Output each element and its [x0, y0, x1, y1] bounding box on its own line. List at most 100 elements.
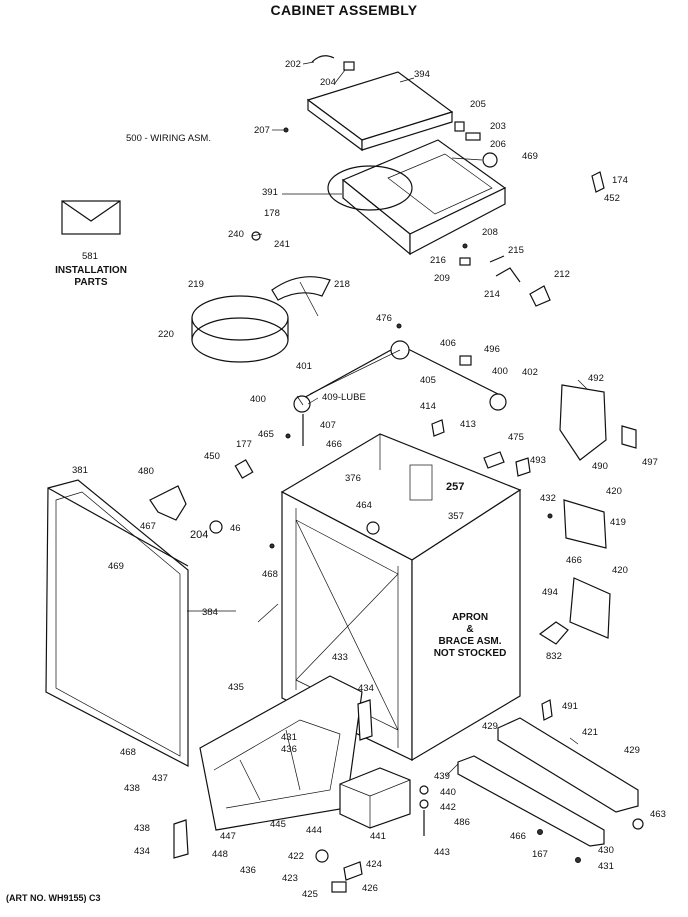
callout-475: 475	[508, 432, 524, 443]
callout-430: 430	[598, 845, 614, 856]
callout-439: 439	[434, 771, 450, 782]
panel-494	[569, 577, 611, 639]
callout-421: 421	[582, 727, 598, 738]
callout-214: 214	[484, 289, 500, 300]
callout-167: 167	[532, 849, 548, 860]
callout-215: 215	[508, 245, 524, 256]
callout-441: 441	[370, 831, 386, 842]
callout-406: 406	[440, 338, 456, 349]
apron-line2: &	[466, 624, 474, 635]
callout-401: 401	[296, 361, 312, 372]
callout-420-top: 420	[606, 486, 622, 497]
callout-209: 209	[434, 273, 450, 284]
callout-437: 437	[152, 773, 168, 784]
callout-432: 432	[540, 493, 556, 504]
callout-423: 423	[282, 873, 298, 884]
callout-442: 442	[440, 802, 456, 813]
ring-219	[191, 295, 289, 363]
callout-413: 413	[460, 419, 476, 430]
callout-381: 381	[72, 465, 88, 476]
callout-206: 206	[490, 139, 506, 150]
callout-422: 422	[288, 851, 304, 862]
callout-431-low: 431	[598, 861, 614, 872]
callout-452: 452	[604, 193, 620, 204]
installation-number: 581	[82, 251, 98, 262]
rail-421	[497, 717, 639, 813]
callout-434-top: 434	[358, 683, 374, 694]
callout-212: 212	[554, 269, 570, 280]
callout-497: 497	[642, 457, 658, 468]
front-panel-384	[45, 479, 189, 767]
callout-490: 490	[592, 461, 608, 472]
callout-216: 216	[430, 255, 446, 266]
installation-line2: PARTS	[74, 277, 108, 288]
callout-208: 208	[482, 227, 498, 238]
callout-491: 491	[562, 701, 578, 712]
callout-400-left: 400	[250, 394, 266, 405]
callout-447: 447	[220, 831, 236, 842]
callout-463: 463	[650, 809, 666, 820]
rail-486	[457, 755, 605, 847]
callout-433: 433	[332, 652, 348, 663]
callout-480: 480	[138, 466, 154, 477]
callout-204-lower: 204	[190, 529, 209, 541]
callout-496: 496	[484, 344, 500, 355]
callout-241: 241	[274, 239, 290, 250]
callout-465: 465	[258, 429, 274, 440]
lube-note: 409-LUBE	[322, 392, 366, 403]
callout-468-low: 468	[120, 747, 136, 758]
callout-400-right: 400	[492, 366, 508, 377]
callout-425: 425	[302, 889, 318, 900]
clip-497	[621, 425, 637, 449]
callout-204: 204	[320, 77, 336, 88]
callout-466-low: 466	[510, 831, 526, 842]
callout-414: 414	[420, 401, 436, 412]
apron-line4: NOT STOCKED	[433, 648, 507, 659]
callout-357: 357	[448, 511, 464, 522]
callout-207: 207	[254, 125, 270, 136]
apron-line3: BRACE ASM.	[438, 636, 502, 647]
callout-240: 240	[228, 229, 244, 240]
callout-440: 440	[440, 787, 456, 798]
callout-448: 448	[212, 849, 228, 860]
callout-384: 384	[202, 607, 218, 618]
callout-218: 218	[334, 279, 350, 290]
callout-450: 450	[204, 451, 220, 462]
callout-46: 46	[230, 523, 241, 534]
callout-476: 476	[376, 313, 392, 324]
callout-219: 219	[188, 279, 204, 290]
callout-420-mid: 420	[612, 565, 628, 576]
callout-464: 464	[356, 500, 372, 511]
callout-394: 394	[414, 69, 430, 80]
callout-436-low: 436	[240, 865, 256, 876]
callout-467: 467	[140, 521, 156, 532]
callout-469: 469	[522, 151, 538, 162]
callout-444: 444	[306, 825, 322, 836]
callout-429-left: 429	[482, 721, 498, 732]
callout-466-mid: 466	[566, 555, 582, 566]
callout-493: 493	[530, 455, 546, 466]
bracket-480	[149, 485, 187, 521]
callout-469-panel: 469	[108, 561, 124, 572]
callout-466-top: 466	[326, 439, 342, 450]
callout-438-top: 438	[124, 783, 140, 794]
callout-435: 435	[228, 682, 244, 693]
callout-429-right: 429	[624, 745, 640, 756]
wiring-note: 500 - WIRING ASM.	[126, 133, 211, 144]
callout-431-top: 431	[281, 732, 297, 743]
callout-424: 424	[366, 859, 382, 870]
callout-468-mid: 468	[262, 569, 278, 580]
cabinet-body	[280, 433, 522, 762]
callout-177: 177	[236, 439, 252, 450]
box-441	[339, 767, 411, 829]
callout-205: 205	[470, 99, 486, 110]
panel-419	[563, 499, 607, 549]
base-assembly	[199, 675, 363, 831]
callout-202: 202	[285, 59, 301, 70]
callout-426: 426	[362, 883, 378, 894]
envelope-icon	[61, 200, 121, 235]
callout-220: 220	[158, 329, 174, 340]
callout-436-top: 436	[281, 744, 297, 755]
